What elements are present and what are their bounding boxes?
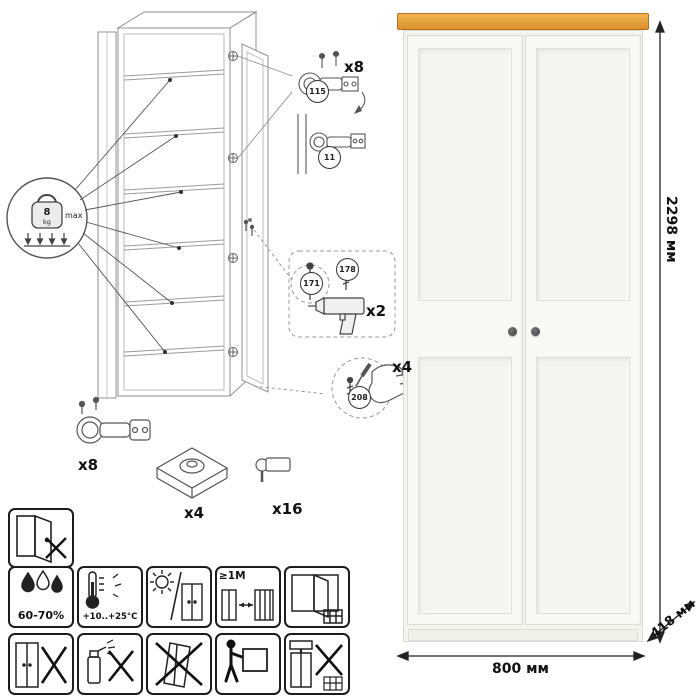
care-icon-no-tilt: [146, 633, 212, 695]
part-badge-115: 115: [306, 80, 329, 103]
left-door-knob: [508, 327, 517, 336]
press-cross-icon: [289, 640, 343, 691]
right-door-bottom-panel: [536, 357, 630, 614]
wardrobe-product-image: [397, 13, 649, 645]
wardrobe-right-door: [525, 35, 641, 625]
spray-bottle-cross-icon: [87, 639, 135, 684]
exploded-cabinet-drawing: 8 kg max: [6, 11, 327, 399]
care-icon-humidity: 60-70%: [8, 566, 74, 628]
screws-icon: [243, 219, 255, 236]
window-icon: [291, 573, 343, 624]
wardrobe-body: [403, 30, 643, 642]
temperature-range: +10..+25°C: [82, 612, 138, 622]
svg-text:8: 8: [44, 207, 51, 218]
part-badge-208: 208: [348, 386, 371, 409]
svg-text:max: max: [65, 211, 83, 220]
wardrobe-left-door: [407, 35, 523, 625]
part-badge-178: 178: [336, 258, 359, 281]
weight-max-icon: 8 kg max: [6, 177, 88, 259]
shelf-pin-icon: [255, 457, 291, 482]
right-door-top-panel: [536, 48, 630, 301]
hinge-callout-qty: x8: [344, 58, 365, 76]
thermometer-icon: [85, 571, 122, 609]
part-badge-171: 171: [300, 272, 323, 295]
distance-label: ≥1M: [219, 570, 246, 582]
humidity-range: 60-70%: [17, 609, 65, 622]
hardware-pin-qty: x16: [272, 500, 303, 518]
care-icon-temperature: +10..+25°C: [77, 566, 143, 628]
left-door-bottom-panel: [418, 357, 512, 614]
care-icon-sunlight: [146, 566, 212, 628]
hardware-items-drawing: [76, 396, 291, 499]
hand-screw-callout-icon: [331, 357, 410, 419]
care-icon-ventilation: [284, 566, 350, 628]
right-door-knob: [531, 327, 540, 336]
care-icon-no-door-hang: [8, 633, 74, 695]
person-carrying-icon: [224, 639, 268, 683]
distance-icon: [221, 589, 274, 621]
wardrobe-top-board: [397, 13, 649, 30]
left-door-top-panel: [418, 48, 512, 301]
sun-shade-icon: [150, 570, 203, 621]
care-icon-heat-distance: ≥1M: [215, 566, 281, 628]
tilted-wardrobe-cross-icon: [155, 642, 203, 688]
care-icon-carry-properly: [215, 633, 281, 695]
wardrobe-cross-icon: [15, 642, 68, 688]
hinge-position-icons: [228, 51, 238, 357]
height-dimension: 2298 мм: [663, 196, 679, 263]
wardrobe-plinth: [408, 629, 638, 641]
care-icon-no-solvents: [77, 633, 143, 695]
svg-text:kg: kg: [43, 218, 51, 226]
width-dimension: 800 мм: [492, 661, 549, 677]
hardware-foot-qty: x4: [184, 504, 205, 522]
foot-icon: [155, 447, 229, 499]
drill-callout-qty: x2: [366, 302, 387, 320]
hardware-hinge-qty: x8: [78, 456, 99, 474]
hand-callout-qty: x4: [392, 358, 413, 376]
door-warning-icon: [16, 514, 67, 564]
water-drops-icon: [21, 569, 63, 593]
care-icon-no-heavy-load: [284, 633, 350, 695]
part-badge-11: 11: [318, 146, 341, 169]
care-icon-no-door-lean: [8, 508, 74, 568]
hinge-icon: [76, 396, 151, 444]
